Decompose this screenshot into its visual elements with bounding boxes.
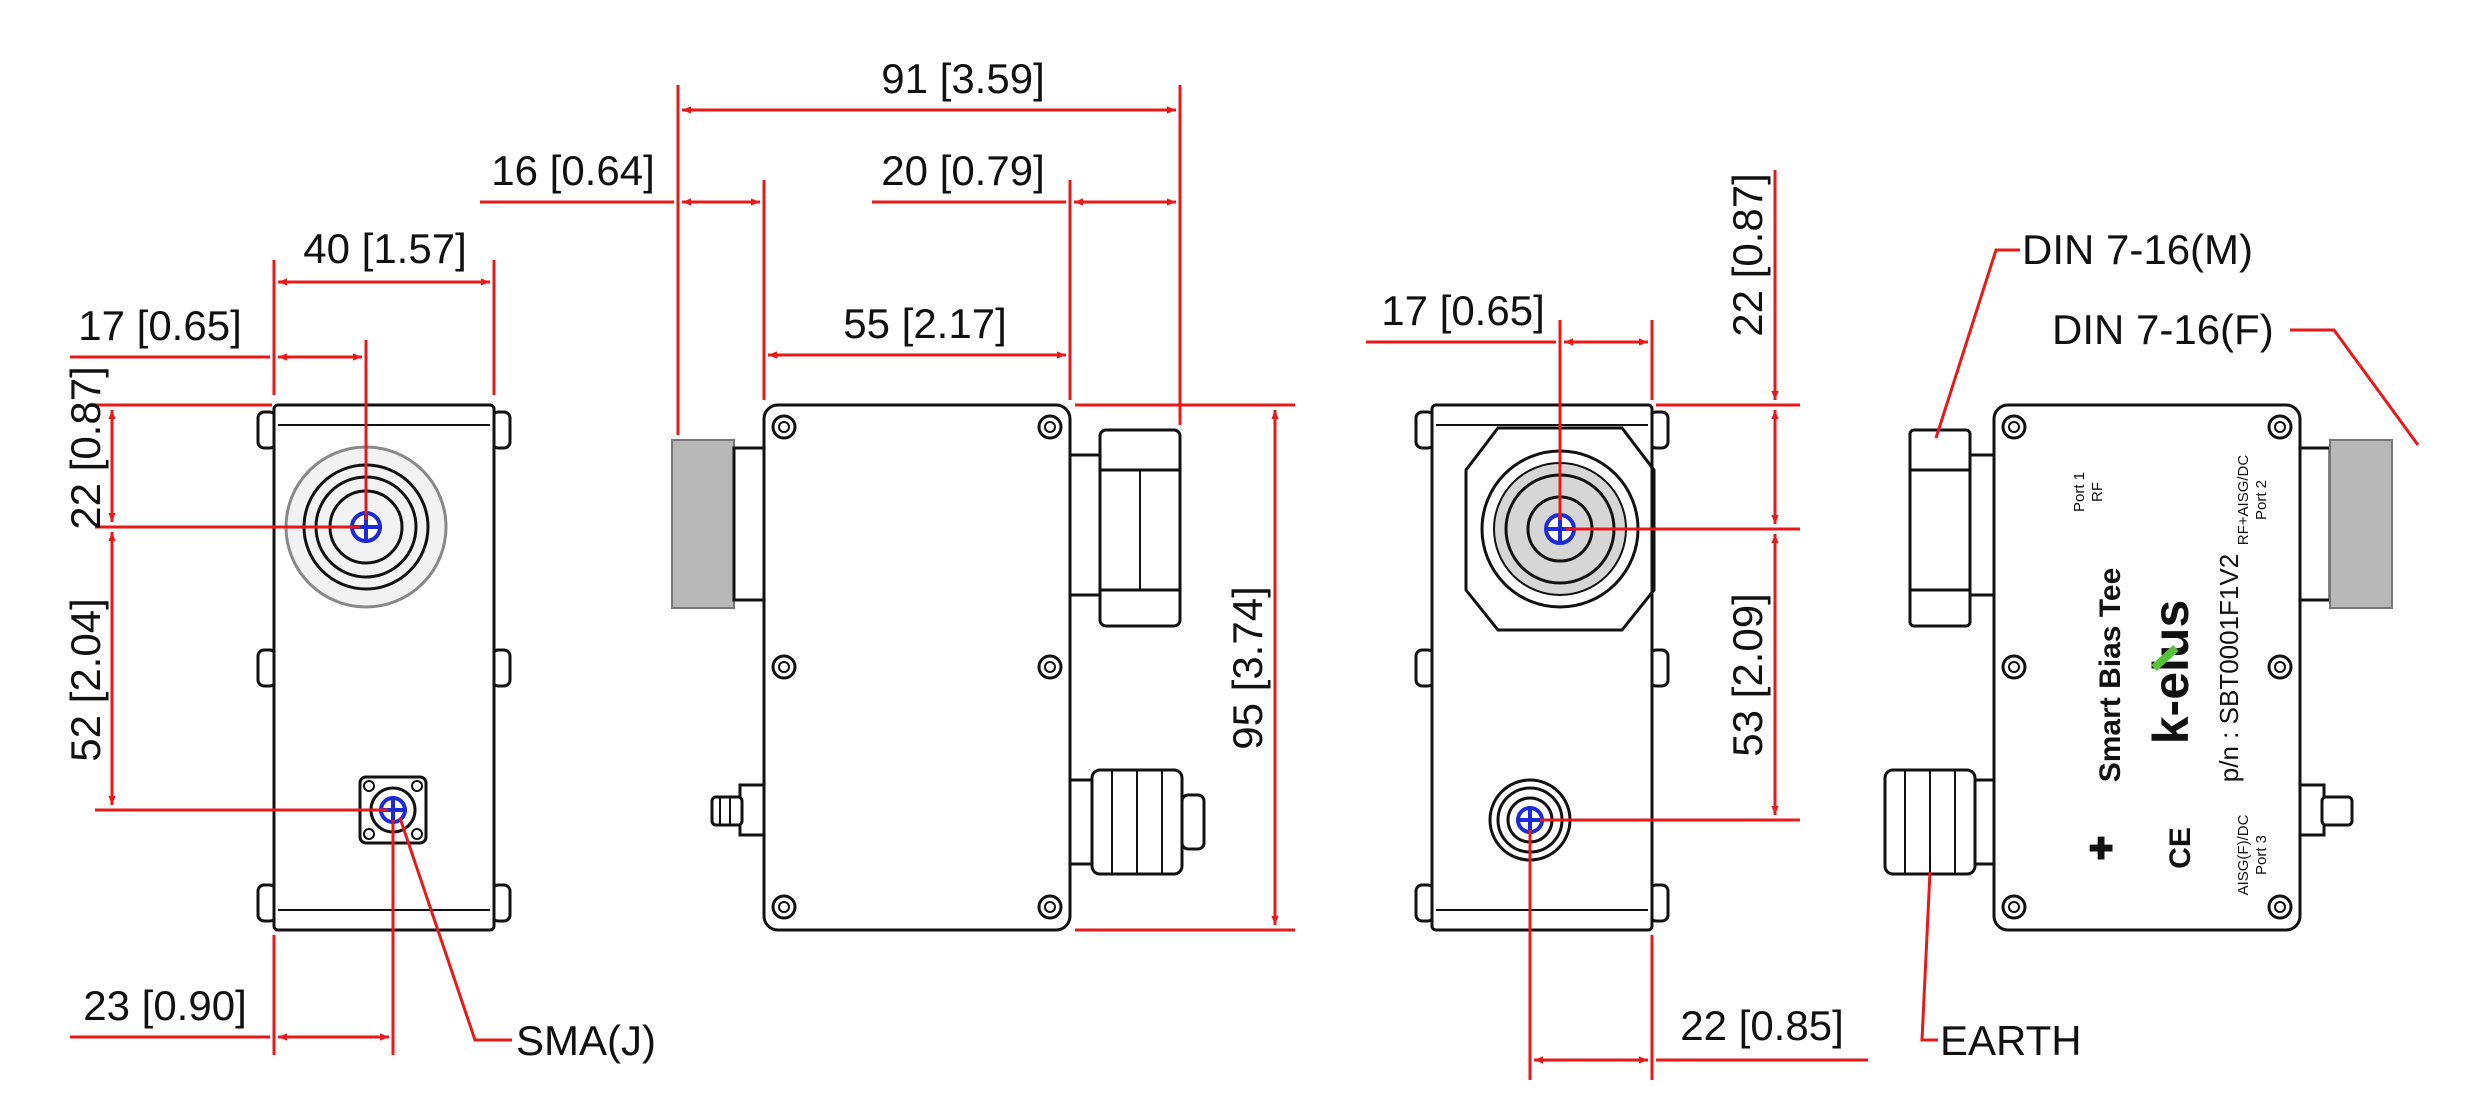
screw: [771, 654, 797, 680]
port3-title: AISG(F)/DC: [2235, 814, 2252, 895]
callout-din-f: DIN 7-16(F): [2052, 306, 2274, 353]
dim-width-55: 55 [2.17]: [843, 300, 1006, 347]
din-m-nut: [1908, 428, 1972, 628]
port2-type: Port 2: [2253, 480, 2270, 520]
dim-vert-22: 22 [0.87]: [1724, 173, 1771, 336]
dim-width-40: 40 [1.57]: [303, 225, 466, 272]
screw: [771, 414, 797, 440]
dim-vert-53: 53 [2.09]: [1724, 593, 1771, 756]
earth-leader: [1920, 871, 1938, 1042]
port1-title: Port 1: [2071, 472, 2088, 512]
callout-din-m: DIN 7-16(M): [2022, 226, 2253, 273]
callout-sma: SMA(J): [516, 1017, 656, 1064]
din-f-knurl: [2329, 439, 2393, 609]
screw: [2001, 654, 2027, 680]
din-m-leader: [1934, 248, 2020, 439]
din-f-leader: [2290, 328, 2420, 446]
view-end-left: 40 [1.57] 17 [0.65] 22 [0.87] 52 [2.04] …: [62, 225, 656, 1064]
dim-offset-23: 23 [0.90]: [83, 982, 246, 1029]
dim-bottom-22: 22 [0.85]: [1680, 1002, 1843, 1049]
port2-title: RF+AISG/DC: [2235, 455, 2252, 546]
ce-mark-icon: CE: [2164, 827, 2197, 869]
dim-overall-91: 91 [3.59]: [881, 55, 1044, 102]
dim-offset-20: 20 [0.79]: [881, 147, 1044, 194]
sma-stub: [710, 795, 744, 827]
screw: [1037, 894, 1063, 920]
screw: [2001, 894, 2027, 920]
screw: [2267, 654, 2293, 680]
callout-earth: EARTH: [1940, 1017, 2082, 1064]
enclosure-top-outline: [1992, 403, 2302, 932]
screw: [2001, 414, 2027, 440]
dim-offset-16: 16 [0.64]: [491, 147, 654, 194]
product-name: Smart Bias Tee: [2094, 568, 2127, 783]
view-end-right: 17 [0.65] 22 [0.87] 53 [2.09] 22 [0.85]: [1366, 170, 1868, 1080]
screw: [1037, 414, 1063, 440]
screw: [2267, 894, 2293, 920]
dim-vert-22: 22 [0.87]: [62, 366, 109, 529]
din-m-hex: [1464, 426, 1656, 632]
screw: [771, 894, 797, 920]
port1-type: RF: [2089, 482, 2106, 502]
screw: [1037, 654, 1063, 680]
sma-stub: [2320, 795, 2354, 827]
dim-vert-52: 52 [2.04]: [62, 598, 109, 761]
sma-leader: [398, 817, 512, 1042]
part-number: p/n : SBT0001F1V2: [2214, 554, 2244, 782]
screw: [2267, 414, 2293, 440]
enclosure-side-outline: [762, 403, 1072, 932]
view-top-label: Port 1 RF RF+AISG/DC Port 2 AISG(F)/DC P…: [1883, 226, 2420, 1064]
dim-height-95: 95 [3.74]: [1224, 586, 1271, 749]
port3-type: Port 3: [2253, 835, 2270, 875]
dim-offset-17: 17 [0.65]: [1381, 287, 1544, 334]
brand-logo: k-elus: [2143, 600, 2199, 745]
view-side: 91 [3.59] 16 [0.64] 20 [0.79] 55 [2.17] …: [480, 55, 1295, 932]
plus-icon: ✚: [2086, 835, 2119, 860]
brand-accent: [2151, 645, 2179, 671]
din-f-knurl: [671, 439, 735, 609]
dim-offset-17: 17 [0.65]: [78, 302, 241, 349]
